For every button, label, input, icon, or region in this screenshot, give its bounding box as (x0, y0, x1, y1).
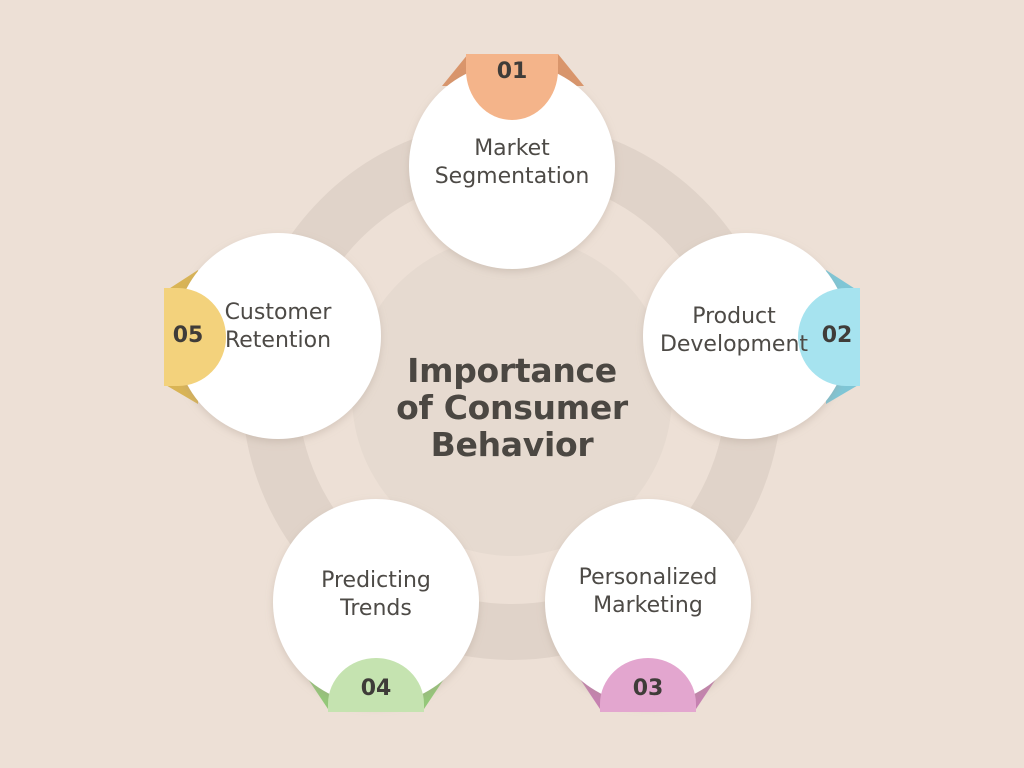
step-01-label-line-2: Segmentation (434, 164, 590, 189)
step-01-label-line-1: Market (474, 136, 550, 161)
step-05-label-line-1: Customer (224, 300, 332, 325)
diagram-title-line-1: Importance (407, 351, 617, 390)
diagram-title-line-3: Behavior (430, 425, 594, 464)
diagram-title-line-2: of Consumer (396, 388, 628, 427)
step-02-number: 02 (821, 323, 853, 348)
step-02-label-line-1: Product (692, 304, 776, 329)
step-05-number: 05 (172, 323, 204, 348)
step-05-label-line-2: Retention (224, 328, 332, 353)
step-03-number: 03 (632, 676, 664, 701)
step-03-label-line-1: Personalized (578, 565, 718, 590)
step-04-circle (273, 499, 479, 705)
step-04-label-line-1: Predicting (321, 568, 431, 593)
step-03-label-line-2: Marketing (593, 593, 703, 618)
step-02-circle (643, 233, 849, 439)
step-05-label: Customer Retention (178, 299, 378, 355)
step-02-label-line-2: Development (659, 332, 809, 357)
step-05-circle (175, 233, 381, 439)
step-01-label: Market Segmentation (412, 135, 612, 191)
step-04-label-line-2: Trends (340, 596, 412, 621)
diagram-title: Importance of Consumer Behavior (362, 352, 662, 463)
step-04-label: Predicting Trends (276, 567, 476, 623)
step-03-circle (545, 499, 751, 705)
step-03-label: Personalized Marketing (548, 564, 748, 620)
step-02-label: Product Development (634, 303, 834, 359)
step-01-number: 01 (496, 59, 528, 84)
step-01-circle (409, 63, 615, 269)
step-04-number: 04 (360, 676, 392, 701)
